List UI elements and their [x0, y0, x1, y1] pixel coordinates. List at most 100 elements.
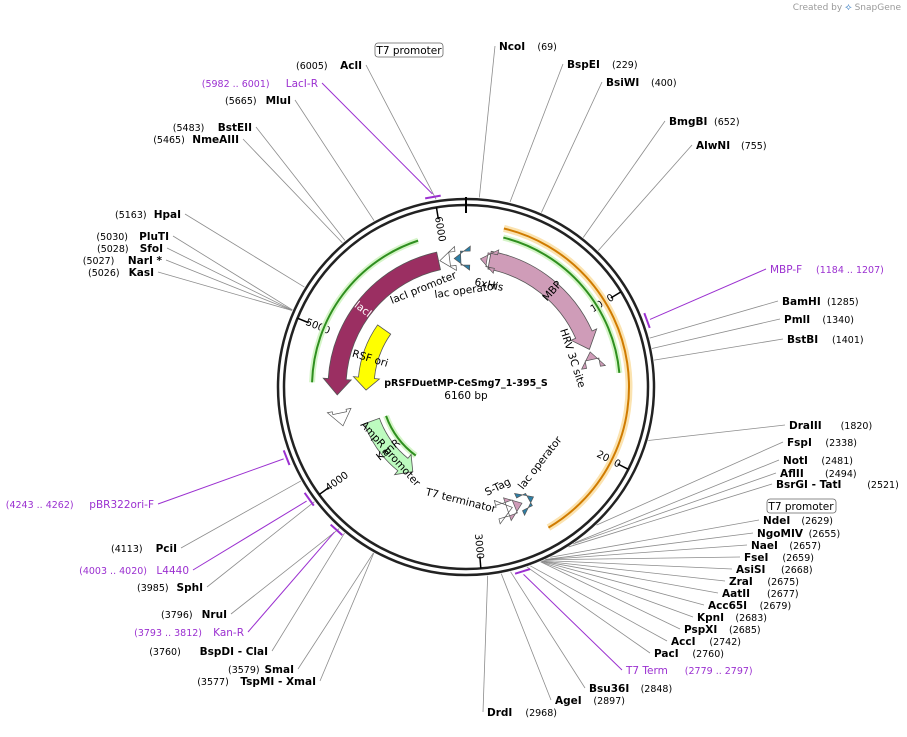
site-pluti[interactable]: PluTI(5030) — [96, 231, 169, 243]
leader-ncoi — [478, 45, 496, 198]
site-aatii[interactable]: AatII(2677) — [722, 588, 799, 600]
primer-l4440[interactable]: L4440(4003 .. 4020) — [79, 565, 189, 577]
site-bstbi[interactable]: BstBI(1401) — [787, 334, 864, 346]
laci-orf-arrow — [311, 239, 419, 383]
site-kasi[interactable]: KasI(5026) — [88, 267, 154, 279]
site-drdi[interactable]: DrdI(2968) — [487, 707, 557, 719]
site-tspmi-xmai[interactable]: TspMI - XmaI(3577) — [197, 676, 316, 688]
six-his-marker[interactable] — [479, 249, 500, 274]
feature-rsf-ori[interactable] — [352, 324, 392, 391]
leader-nari — [165, 259, 293, 311]
site-nmeaiii[interactable]: NmeAIII(5465) — [153, 134, 239, 146]
site-position: (2675) — [767, 577, 799, 588]
site-mlui[interactable]: MluI(5665) — [225, 95, 291, 107]
site-bamhi[interactable]: BamHI(1285) — [782, 296, 859, 308]
primer-range: (4003 .. 4020) — [79, 566, 147, 577]
primer-kan-r[interactable]: Kan-R(3793 .. 3812) — [134, 627, 244, 639]
primer-laci-r[interactable]: LacI-R(5982 .. 6001) — [202, 78, 318, 90]
feature-label-6xhis[interactable]: 6xHis — [473, 276, 504, 294]
site-nari[interactable]: NarI *(5027) — [83, 255, 163, 267]
site-ngomiv[interactable]: NgoMIV(2655) — [757, 528, 840, 540]
feature-label-s-tag[interactable]: S-Tag — [483, 476, 513, 499]
leader-acli — [365, 64, 437, 200]
primer-mbp-f[interactable]: MBP-F(1184 .. 1207) — [770, 264, 884, 276]
site-name: NaeI — [751, 540, 778, 552]
site-naei[interactable]: NaeI(2657) — [751, 540, 821, 552]
site-bmgbi[interactable]: BmgBI(652) — [669, 116, 740, 128]
t7-promoter-right-label: T7 promoter — [767, 501, 834, 513]
hrv-3c-marker[interactable] — [581, 351, 607, 370]
site-smai[interactable]: SmaI(3579) — [228, 664, 294, 676]
lac-operator-marker[interactable] — [453, 245, 471, 271]
primer-leader-pbr322ori-f — [157, 458, 284, 505]
site-ndei[interactable]: NdeI(2629) — [763, 515, 833, 527]
t7-terminator-marker[interactable] — [493, 499, 513, 525]
site-aflii[interactable]: AflII(2494) — [780, 468, 857, 480]
t7-promoter-top-label: T7 promoter — [375, 45, 442, 57]
site-name: AgeI — [555, 695, 582, 707]
t7-promoter-top-box[interactable]: T7 promoter — [374, 42, 444, 58]
site-hpai[interactable]: HpaI(5163) — [115, 209, 181, 221]
site-ncoi[interactable]: NcoI(69) — [499, 41, 557, 53]
site-nrui[interactable]: NruI(3796) — [161, 609, 227, 621]
site-asisi[interactable]: AsiSI(2668) — [736, 564, 813, 576]
leader-pluti — [172, 235, 293, 311]
site-noti[interactable]: NotI(2481) — [783, 455, 853, 467]
small-features — [326, 245, 607, 525]
feature-label-lac-operator-2[interactable]: lac operator — [516, 434, 565, 492]
site-bspei[interactable]: BspEI(229) — [567, 59, 638, 71]
site-paci[interactable]: PacI(2760) — [654, 648, 724, 660]
site-bsrgi-tati[interactable]: BsrGI - TatI(2521) — [776, 479, 899, 491]
site-bsu36i[interactable]: Bsu36I(2848) — [589, 683, 672, 695]
s-tag-marker[interactable] — [502, 497, 523, 522]
site-pcii[interactable]: PciI(4113) — [111, 543, 177, 555]
primer-pbr322ori-f[interactable]: pBR322ori-F(4243 .. 4262) — [6, 499, 154, 511]
site-acli[interactable]: AclI(6005) — [296, 60, 362, 72]
site-fspi[interactable]: FspI(2338) — [787, 437, 857, 449]
ampr-promoter-marker[interactable] — [326, 407, 352, 427]
site-position: (3985) — [137, 583, 169, 594]
site-acc65i[interactable]: Acc65I(2679) — [708, 600, 791, 612]
site-zrai[interactable]: ZraI(2675) — [729, 576, 799, 588]
leader-kpni — [540, 561, 694, 618]
site-name: AflII — [780, 468, 804, 480]
site-pmli[interactable]: PmlI(1340) — [784, 314, 854, 326]
leader-aflii — [572, 472, 777, 545]
snapgene-credit: Created by ⟡ SnapGene — [793, 2, 901, 13]
feature-kanr[interactable] — [363, 417, 414, 476]
site-acci[interactable]: AccI(2742) — [671, 636, 741, 648]
site-sfoi[interactable]: SfoI(5028) — [97, 243, 163, 255]
feature-mbp[interactable] — [487, 250, 598, 350]
site-position: (2760) — [692, 649, 724, 660]
site-pspxi[interactable]: PspXI(2685) — [684, 624, 761, 636]
site-kpni[interactable]: KpnI(2683) — [697, 612, 767, 624]
site-bsteii[interactable]: BstEII(5483) — [173, 122, 252, 134]
site-name: NdeI — [763, 515, 790, 527]
feature-laci[interactable] — [322, 251, 441, 396]
primer-mark-kan-r — [329, 523, 343, 536]
leader-bstbi — [654, 338, 784, 361]
leader-pcii — [180, 480, 302, 549]
laci-promoter-marker[interactable] — [439, 245, 457, 272]
site-sphi[interactable]: SphI(3985) — [137, 582, 203, 594]
site-position: (2848) — [641, 684, 673, 695]
tick-mark-4000 — [318, 486, 330, 496]
leader-smai — [297, 552, 374, 670]
site-bspdi-clai[interactable]: BspDI - ClaI(3760) — [149, 646, 268, 658]
site-bsiwi[interactable]: BsiWI(400) — [606, 77, 677, 89]
primer-name: T7 Term — [625, 665, 668, 677]
credit-brand: SnapGene — [854, 3, 901, 13]
leader-kasi — [157, 271, 293, 311]
site-fsei[interactable]: FseI(2659) — [744, 552, 814, 564]
site-labels[interactable]: NcoI(69) BspEI(229) BsiWI(400) BmgBI(652) Al… — [6, 41, 899, 719]
primer-mark-l4440 — [303, 492, 315, 507]
t7-promoter-right-box[interactable]: T7 promoter — [766, 498, 837, 514]
lac-operator-2-marker[interactable] — [514, 492, 535, 517]
site-draiii[interactable]: DraIII(1820) — [789, 420, 872, 432]
primer-t7-term[interactable]: T7 Term(2779 .. 2797) — [625, 665, 753, 677]
site-agei[interactable]: AgeI(2897) — [555, 695, 625, 707]
site-alwni[interactable]: AlwNI(755) — [696, 140, 767, 152]
site-name: AccI — [671, 636, 695, 648]
